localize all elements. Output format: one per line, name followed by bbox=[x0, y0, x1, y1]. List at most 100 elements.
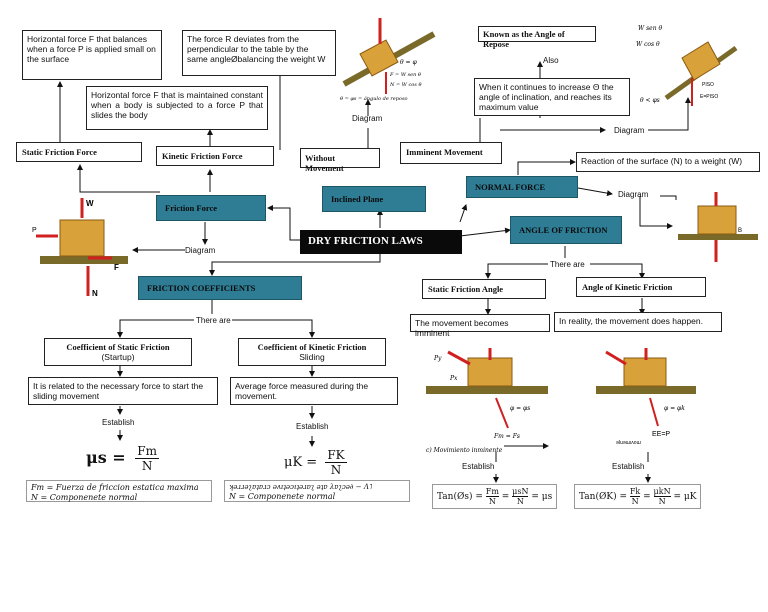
label-piso: PISO bbox=[702, 82, 714, 88]
inclined-plane-node: Inclined Plane bbox=[322, 186, 426, 212]
static-legend-line2: N = Componenete normal bbox=[31, 493, 138, 502]
establish-kinetic-angle: Establish bbox=[612, 462, 645, 471]
normal-force-node: NORMAL FORCE bbox=[466, 176, 578, 198]
imminent-definition: When it continues to increase Θ the angl… bbox=[474, 78, 630, 116]
without-movement-title: Without Movement bbox=[305, 153, 344, 174]
kinetic-angle-definition: In reality, the movement does happen. bbox=[554, 312, 722, 332]
label-f: F bbox=[114, 263, 119, 272]
mu-s-numerator: Fm bbox=[135, 444, 159, 459]
static-angle-figure: Py Px φ = φs Fm = Fs c) Movimiento inmin… bbox=[426, 348, 548, 454]
imminent-movement-box: Imminent Movement bbox=[400, 142, 502, 164]
there-are-angle: There are bbox=[550, 260, 585, 269]
kinetic-legend-line1: ʞǝɹɹǝʅɐʇɐɹɔ ǝʌıʇǝɔıʇǝɹɐʅ ǝʇɐ λɐʅɔǝ∂ − Λ˥ bbox=[229, 483, 373, 491]
diagram-label-normal: Diagram bbox=[618, 190, 649, 199]
coef-static-box: Coefficient of Static Friction (Startup) bbox=[44, 338, 192, 366]
normal-force-title: NORMAL FORCE bbox=[475, 182, 546, 192]
kinetic-angle-block bbox=[623, 357, 667, 387]
kinetic-friction-force-box: Kinetic Friction Force bbox=[156, 146, 274, 166]
inclined-plane-figure: θ = φ F = W sen θ N = W cos θ θ = φs = á… bbox=[340, 18, 436, 102]
wood-block bbox=[59, 219, 105, 257]
tan-static-den2: N bbox=[516, 497, 524, 506]
kinetic-friction-angle-title: Angle of Kinetic Friction bbox=[582, 282, 673, 292]
establish-static-angle: Establish bbox=[462, 462, 495, 471]
label-b-normal: B bbox=[738, 228, 742, 234]
tan-kinetic-den2: N bbox=[658, 497, 666, 506]
inclined-block bbox=[359, 39, 399, 77]
kinetic-legend: ʞǝɹɹǝʅɐʇɐɹɔ ǝʌıʇǝɔıʇǝɹɐʅ ǝʇɐ λɐʅɔǝ∂ − Λ˥… bbox=[224, 480, 410, 502]
mu-s-symbol: μs = bbox=[86, 448, 126, 467]
friction-force-title: Friction Force bbox=[165, 203, 218, 213]
label-n: N bbox=[92, 289, 98, 298]
diagram-label-imminent: Diagram bbox=[614, 126, 645, 135]
there-are-coef: There are bbox=[196, 316, 231, 325]
label-repose: θ = φs = ángulo de reposo bbox=[340, 95, 408, 102]
label-py: Py bbox=[433, 355, 442, 362]
normal-force-definition-text: Reaction of the surface (N) to a weight … bbox=[581, 156, 743, 166]
kinetic-friction-definition-text: Horizontal force F that is maintained co… bbox=[91, 90, 263, 121]
static-friction-angle-title: Static Friction Angle bbox=[428, 284, 504, 294]
static-friction-force-box: Static Friction Force bbox=[16, 142, 142, 162]
label-w: W bbox=[86, 199, 94, 208]
friction-force-node: Friction Force bbox=[156, 195, 266, 221]
kinetic-angle-figure: φ = φk EE=P əʇuǝɯıʌoɯ bbox=[596, 348, 696, 446]
tan-kinetic-num1: Fk bbox=[629, 487, 641, 497]
static-friction-force-title: Static Friction Force bbox=[22, 147, 97, 157]
tan-static-den1: N bbox=[488, 497, 496, 506]
establish-kinetic: Establish bbox=[296, 422, 329, 431]
tan-static-left: Tan(Øs) = bbox=[437, 492, 483, 502]
label-ee-p: EE=P bbox=[652, 431, 670, 438]
label-fm-wsen: F = W sen θ bbox=[389, 72, 421, 78]
kinetic-angle-definition-text: In reality, the movement does happen. bbox=[559, 316, 703, 326]
label-px: Px bbox=[449, 375, 458, 382]
static-legend: Fm = Fuerza de friccion estatica maxima … bbox=[26, 480, 212, 502]
kinetic-angle-push bbox=[605, 350, 627, 366]
label-w-sen: W sen θ bbox=[638, 25, 662, 32]
mu-k-formula: μK = FK N bbox=[284, 448, 347, 477]
tan-static-right: = μs bbox=[531, 492, 553, 502]
tan-kinetic-formula: Tan(ØK) = Fk N = μkN N = μK bbox=[574, 484, 702, 509]
diagram-label-friction: Diagram bbox=[185, 246, 216, 255]
dry-friction-laws-node: DRY FRICTION LAWS bbox=[300, 230, 462, 254]
without-movement-box: Without Movement bbox=[300, 148, 380, 173]
static-angle-ground bbox=[426, 386, 548, 394]
ground-surface bbox=[40, 256, 128, 264]
kinetic-friction-definition: Horizontal force F that is maintained co… bbox=[86, 86, 268, 130]
diagram-label-without: Diagram bbox=[352, 114, 383, 123]
tan-kinetic-num2: μkN bbox=[653, 487, 671, 497]
imminent-block bbox=[681, 41, 721, 81]
tan-kinetic-right: = μK bbox=[673, 492, 697, 502]
angle-of-repose-text: Known as the Angle of Repose bbox=[483, 29, 565, 50]
tan-kinetic-left: Tan(ØK) = bbox=[579, 492, 627, 502]
tan-static-num2: μsN bbox=[512, 487, 529, 497]
label-w-cos: W cos θ bbox=[636, 41, 660, 48]
coef-kinetic-title: Coefficient of Kinetic Friction bbox=[257, 342, 367, 352]
normal-force-definition: Reaction of the surface (N) to a weight … bbox=[576, 152, 760, 172]
angle-of-friction-node: ANGLE OF FRICTION bbox=[510, 216, 622, 244]
angle-of-repose-box: Known as the Angle of Repose bbox=[478, 26, 596, 49]
normal-ground bbox=[678, 234, 758, 240]
kinetic-friction-force-title: Kinetic Friction Force bbox=[162, 151, 243, 161]
mu-s-denominator: N bbox=[141, 459, 153, 473]
coef-static-description: It is related to the necessary force to … bbox=[28, 377, 218, 405]
kinetic-legend-line2: N = Componenete normal bbox=[229, 491, 336, 501]
coef-static-title: Coefficient of Static Friction bbox=[66, 342, 170, 352]
label-theta-phi: θ = φ bbox=[400, 59, 417, 66]
normal-force-figure: B bbox=[678, 192, 758, 262]
friction-coefficients-title: FRICTION COEFFICIENTS bbox=[147, 283, 256, 293]
kinetic-friction-angle-box: Angle of Kinetic Friction bbox=[576, 277, 706, 297]
static-angle-definition: The movement becomes imminent bbox=[410, 314, 550, 338]
kinetic-angle-reaction bbox=[649, 397, 659, 427]
label-mov-caption: əʇuǝɯıʌoɯ bbox=[616, 440, 641, 446]
static-friction-definition: Horizontal force F that balances when a … bbox=[22, 30, 162, 80]
inclined-plane-title: Inclined Plane bbox=[331, 194, 384, 204]
static-angle-reaction bbox=[495, 397, 509, 429]
label-p: P bbox=[32, 227, 37, 234]
label-fm-fs: Fm = Fs bbox=[493, 433, 520, 440]
without-movement-definition: The force R deviates from the perpendicu… bbox=[182, 30, 336, 76]
static-friction-angle-box: Static Friction Angle bbox=[422, 279, 546, 299]
label-phi-eq-k: φ = φk bbox=[664, 405, 685, 412]
without-movement-definition-text: The force R deviates from the perpendicu… bbox=[187, 34, 326, 65]
angle-of-friction-title: ANGLE OF FRICTION bbox=[519, 225, 608, 235]
coef-kinetic-box: Coefficient of Kinetic Friction Sliding bbox=[238, 338, 386, 366]
also-label: Also bbox=[543, 56, 559, 65]
